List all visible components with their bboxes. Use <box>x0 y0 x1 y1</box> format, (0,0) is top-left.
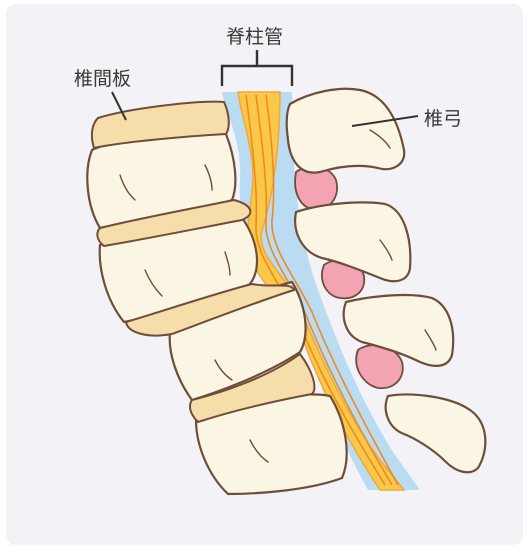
intervertebral-disc-label: 椎間板 <box>74 64 131 91</box>
spinal-canal-label: 脊柱管 <box>226 22 283 49</box>
vertebral-arch-label: 椎弓 <box>424 104 462 131</box>
